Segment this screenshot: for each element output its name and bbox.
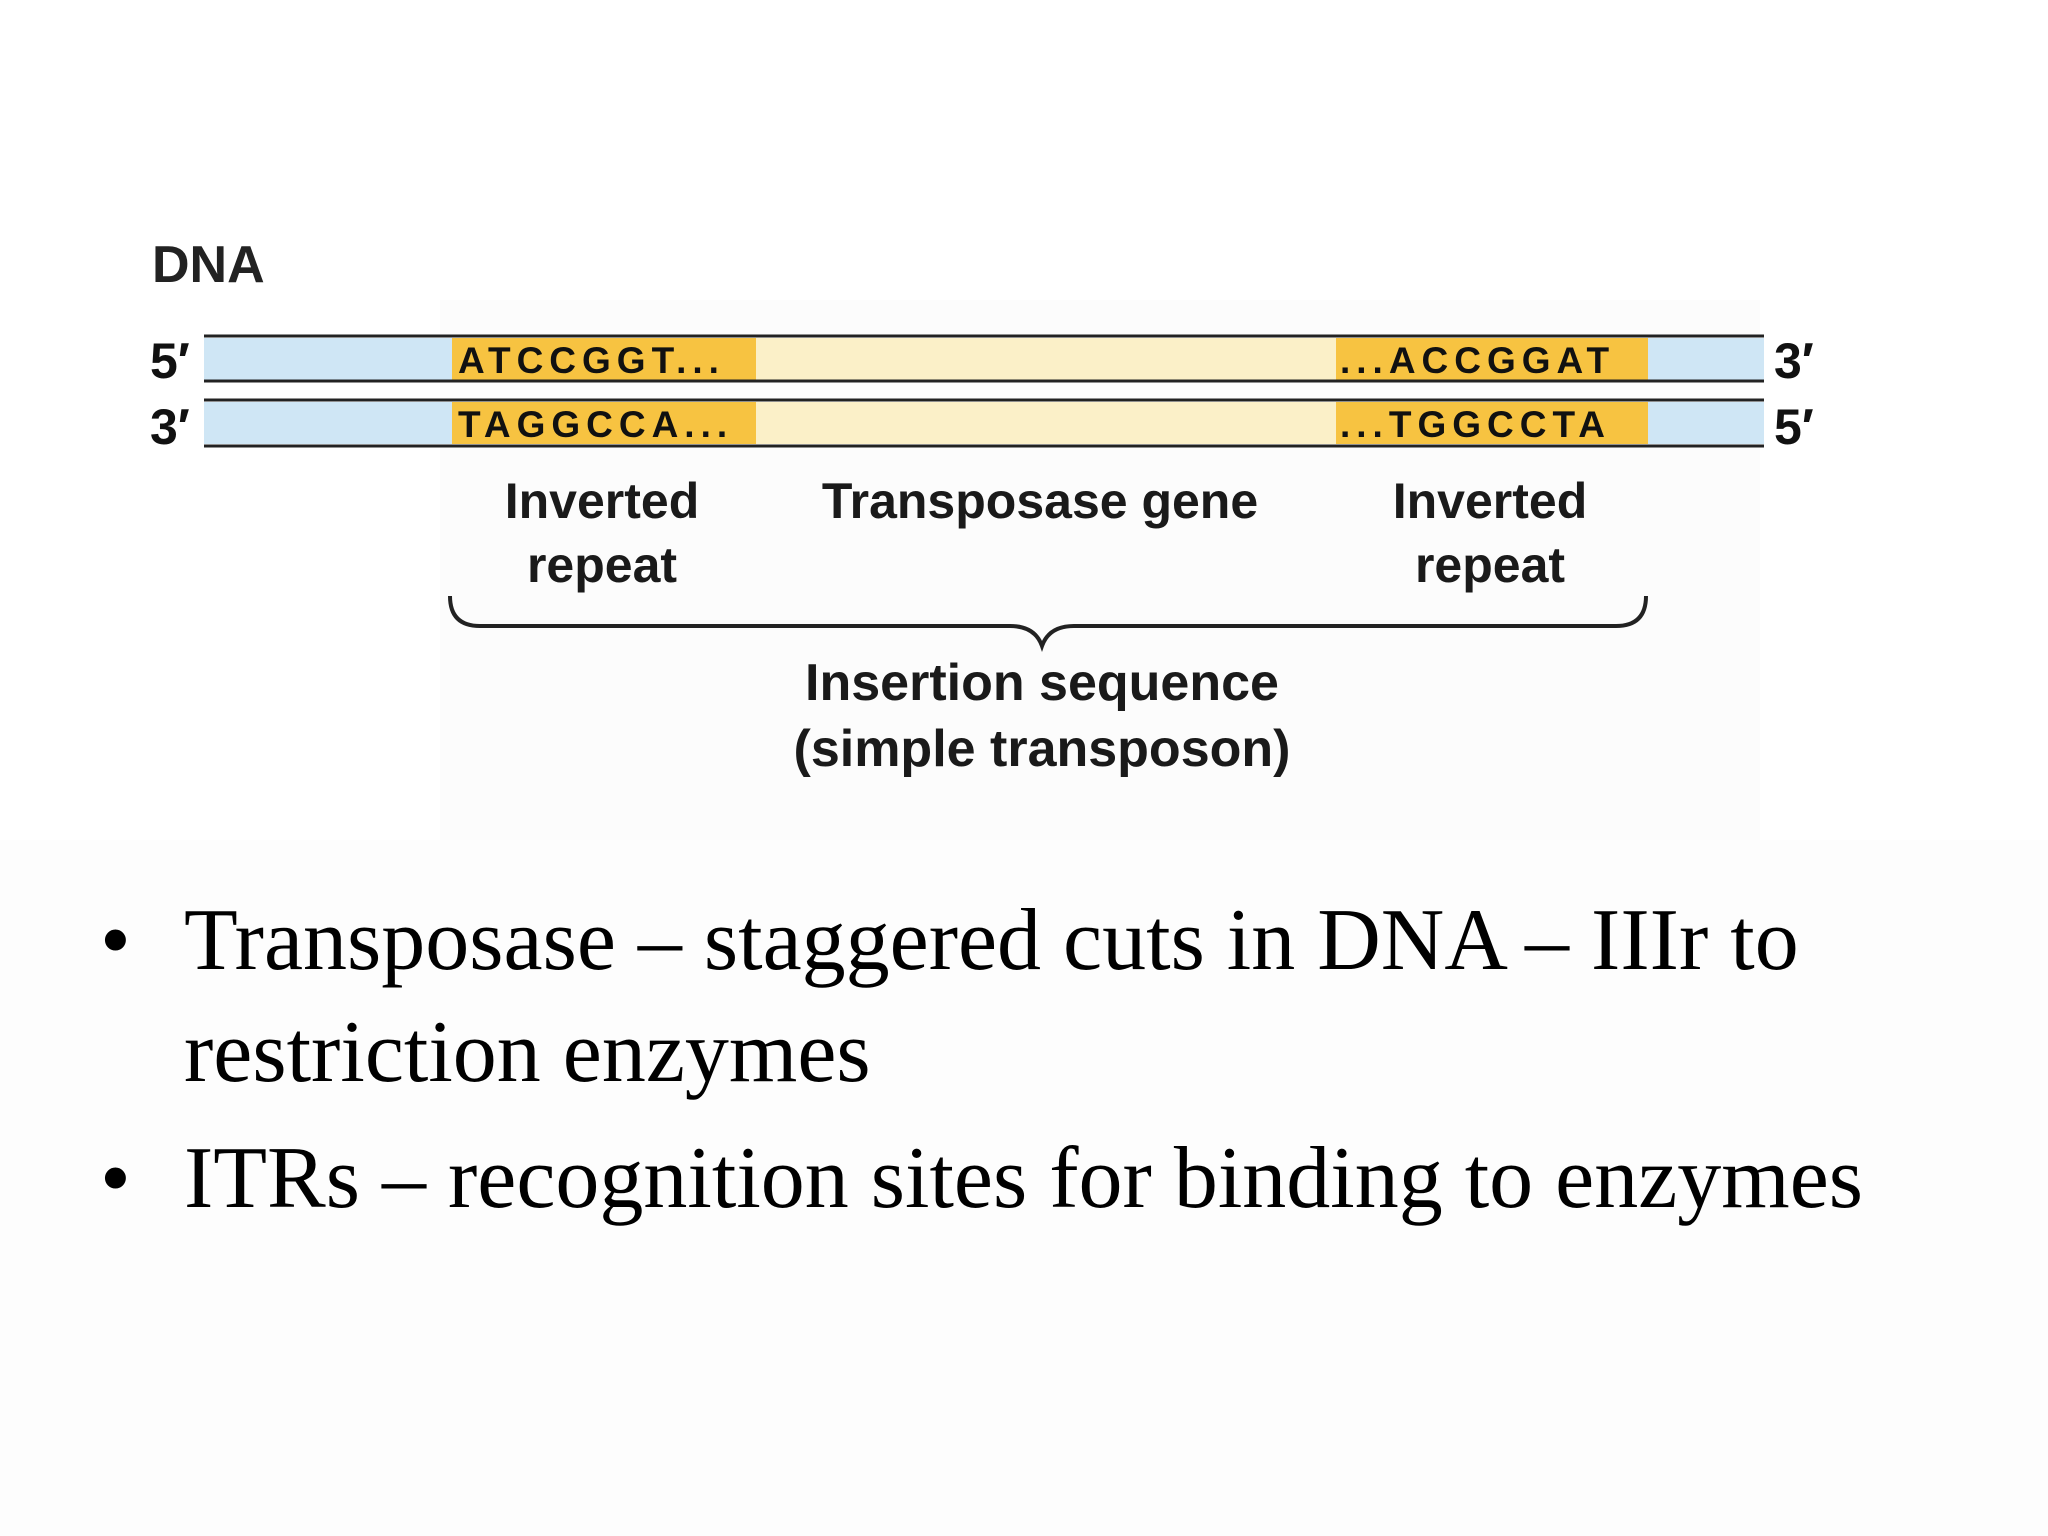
bullet-item-itrs: • ITRs – recognition sites for binding t…: [100, 1123, 1980, 1235]
top-left-end-label: 5′: [150, 333, 190, 389]
top-right-repeat-seq: ...ACCGGAT: [1340, 340, 1615, 381]
diagram-title: DNA: [152, 236, 265, 294]
bottom-right-repeat: [1336, 402, 1648, 444]
top-right-repeat: [1336, 338, 1648, 380]
top-right-flank: [1648, 338, 1764, 380]
top-left-repeat-seq: ATCCGGT...: [458, 340, 725, 381]
bullet-text: ITRs – recognition sites for binding to …: [184, 1130, 1864, 1227]
bullet-marker: •: [100, 892, 131, 989]
text-background: [0, 840, 2048, 1536]
top-left-flank: [204, 338, 452, 380]
right-repeat-label-line1: Inverted: [1393, 473, 1588, 529]
bottom-left-end-label: 3′: [150, 399, 190, 455]
bullet-item-transposase: • Transposase – staggered cuts in DNA – …: [100, 885, 1980, 1109]
bottom-left-repeat-seq: TAGGCCA...: [458, 404, 733, 445]
top-strand: 5′ 3′ ATCCGGT... ...ACCGGAT: [150, 333, 1814, 389]
diagram-background: [440, 300, 1760, 860]
transposon-diagram: DNA 5′ 3′ ATCCGGT... ...ACCGGAT 3′ 5′ TA…: [150, 236, 1814, 778]
top-right-end-label: 3′: [1774, 333, 1814, 389]
bottom-right-end-label: 5′: [1774, 399, 1814, 455]
bottom-left-flank: [204, 402, 452, 444]
bottom-gene: [756, 402, 1336, 444]
bottom-right-flank: [1648, 402, 1764, 444]
top-left-repeat: [452, 338, 756, 380]
transposase-gene-label: Transposase gene: [822, 473, 1258, 529]
left-repeat-label-line2: repeat: [527, 537, 677, 593]
bullet-marker: •: [100, 1130, 131, 1227]
insertion-label-line1: Insertion sequence: [805, 654, 1279, 712]
bottom-strand: 3′ 5′ TAGGCCA... ...TGGCCTA: [150, 398, 1814, 455]
right-repeat-label-line2: repeat: [1415, 537, 1565, 593]
bottom-right-repeat-seq: ...TGGCCTA: [1340, 404, 1611, 445]
insertion-brace: [448, 595, 1648, 653]
bullet-list: • Transposase – staggered cuts in DNA – …: [100, 885, 1980, 1249]
bullet-text: Transposase – staggered cuts in DNA – II…: [184, 892, 1799, 1101]
top-gene: [756, 338, 1336, 380]
left-repeat-label-line1: Inverted: [505, 473, 700, 529]
bottom-left-repeat: [452, 402, 756, 444]
insertion-label-line2: (simple transposon): [794, 720, 1291, 778]
